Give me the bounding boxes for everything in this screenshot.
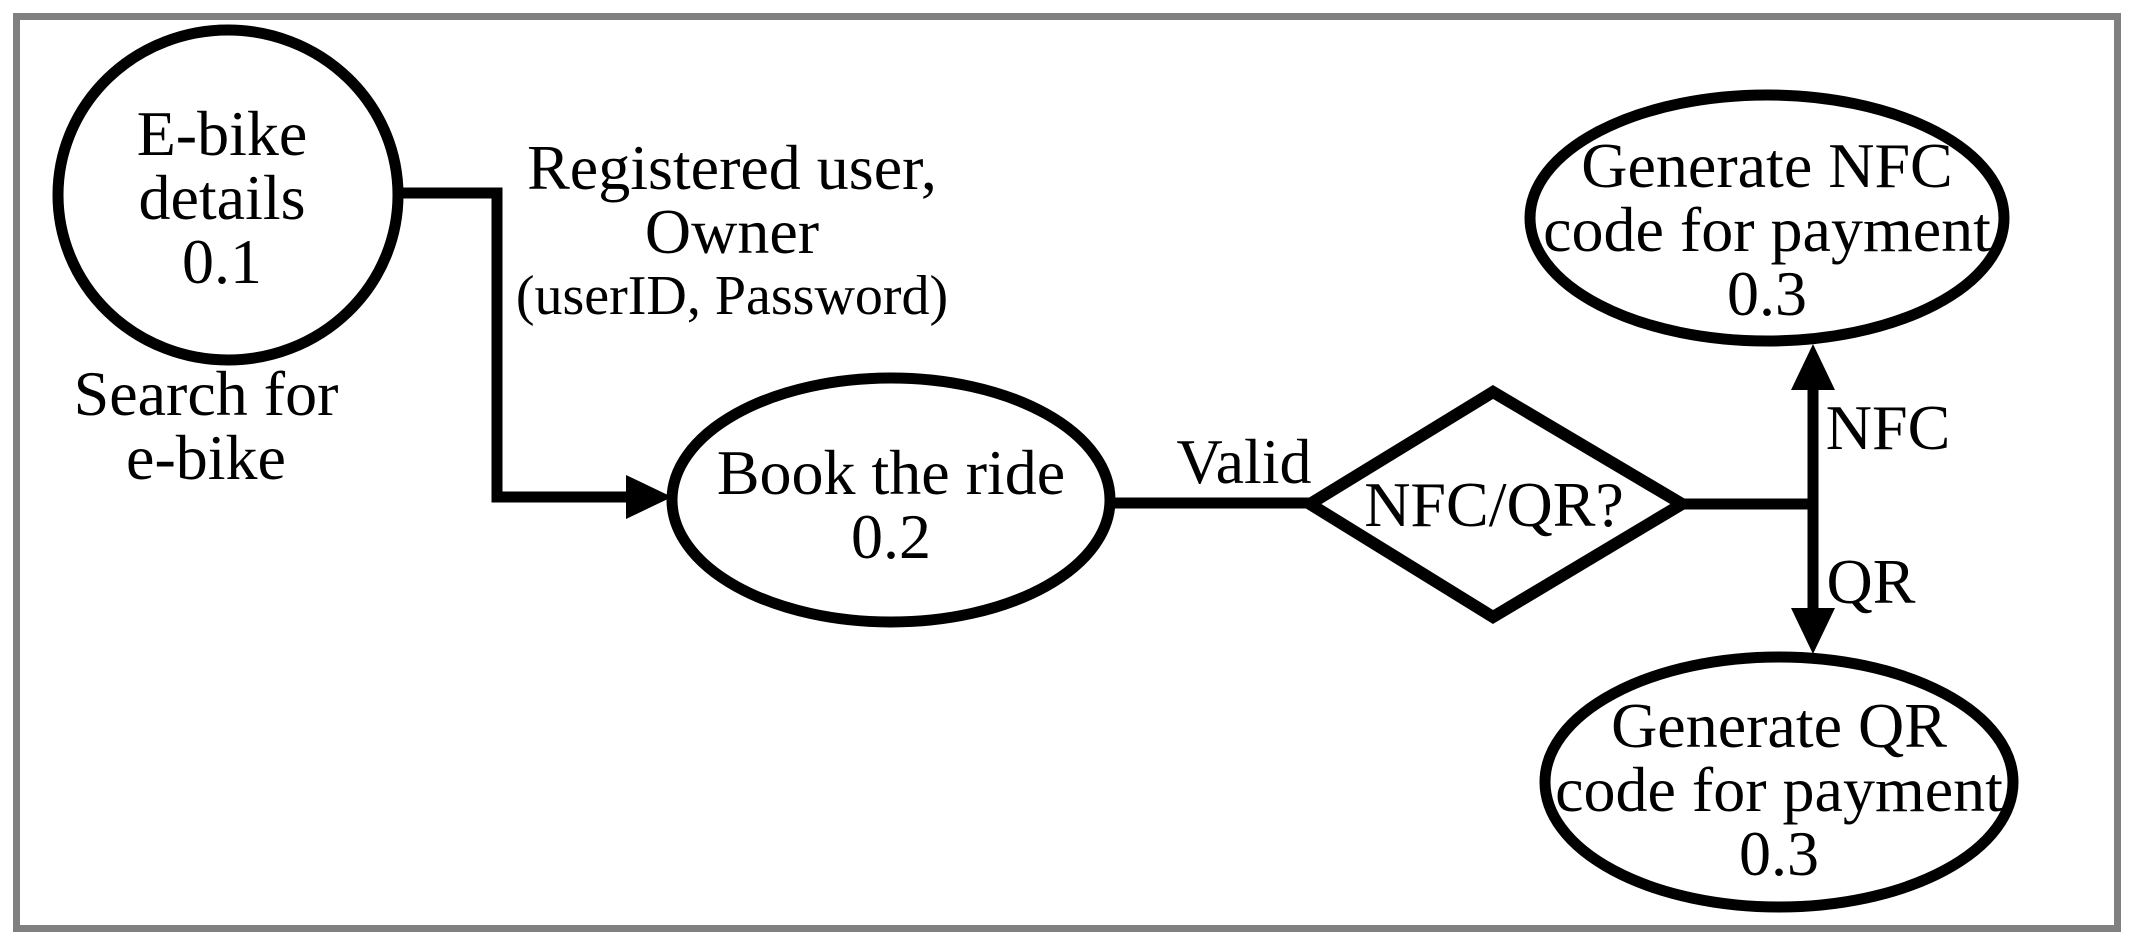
book-ride-line-2: 0.2 [851, 501, 931, 572]
search-caption-line-1: Search for [73, 358, 339, 429]
credentials-line-1: Registered user, [527, 132, 937, 203]
book-ride-node-label: Book the ride 0.2 [717, 441, 1065, 569]
generate-nfc-line-2: code for payment [1543, 194, 1991, 265]
edge-nfc-arrowhead [1791, 344, 1835, 390]
generate-nfc-line-1: Generate NFC [1581, 130, 1953, 201]
edge-qr-arrowhead [1791, 608, 1835, 654]
nfc-branch-label: NFC [1825, 392, 1951, 463]
generate-qr-node-ellipse [1539, 651, 2019, 913]
search-caption-line-2: e-bike [126, 422, 286, 493]
generate-qr-line-3: 0.3 [1739, 818, 1819, 889]
ebike-details-line-2: details [138, 162, 306, 233]
generate-nfc-line-3: 0.3 [1727, 258, 1807, 329]
qr-branch-label: QR [1826, 546, 1916, 617]
generate-nfc-node-ellipse [1524, 89, 2010, 347]
ebike-details-node-label: E-bike details 0.1 [137, 102, 308, 294]
generate-qr-line-1: Generate QR [1611, 690, 1947, 761]
credentials-line-3: (userID, Password) [515, 265, 949, 327]
credentials-edge-label: Registered user, Owner (userID, Password… [516, 136, 948, 328]
edge-ebike-to-book-line [396, 187, 640, 503]
outer-border [13, 13, 2121, 932]
ebike-details-line-1: E-bike [136, 98, 308, 169]
book-ride-line-1: Book the ride [716, 437, 1066, 508]
edge-ebike-to-book-arrowhead [626, 475, 672, 519]
generate-nfc-node-label: Generate NFC code for payment 0.3 [1543, 134, 1991, 326]
valid-edge-label: Valid [1176, 426, 1312, 497]
generate-qr-line-2: code for payment [1555, 754, 2003, 825]
ebike-details-line-3: 0.1 [182, 226, 262, 297]
credentials-line-2: Owner [644, 196, 820, 267]
nfc-qr-decision-label: NFC/QR? [1364, 469, 1624, 540]
generate-qr-node-label: Generate QR code for payment 0.3 [1555, 694, 2003, 886]
search-for-ebike-caption: Search for e-bike [74, 362, 339, 490]
